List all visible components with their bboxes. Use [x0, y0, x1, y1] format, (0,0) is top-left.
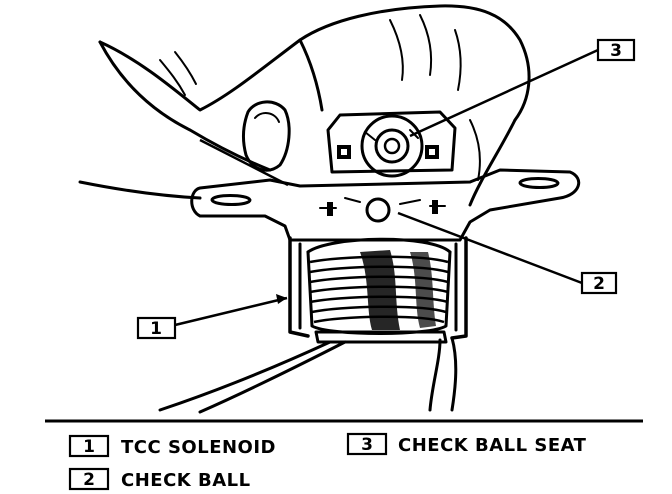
solenoid-body-illustration	[288, 236, 468, 344]
callout-3: 3	[596, 38, 636, 62]
callout-2: 2	[580, 271, 618, 295]
callout-3-number: 3	[610, 41, 622, 61]
legend-item-2: 2 CHECK BALL	[68, 467, 251, 491]
callout-1-number: 1	[150, 319, 162, 339]
callout-1: 1	[136, 316, 177, 340]
legend-item-3-label: CHECK BALL SEAT	[398, 435, 587, 456]
hand-illustration	[78, 4, 531, 207]
legend-item-3-number: 3	[361, 435, 373, 455]
legend-item-1-label: TCC SOLENOID	[121, 437, 276, 458]
legend-item-2-number: 2	[83, 470, 95, 490]
callout-2-number: 2	[593, 274, 605, 294]
mounting-bracket	[190, 110, 581, 242]
leader-lines	[174, 48, 599, 327]
legend-item-2-label: CHECK BALL	[121, 470, 251, 491]
check-ball-seat-illustration	[360, 114, 424, 178]
legend: 1 TCC SOLENOID 2 CHECK BALL 3 CHECK BALL…	[68, 432, 587, 491]
check-ball-illustration	[319, 197, 446, 223]
legend-item-1: 1 TCC SOLENOID	[68, 434, 276, 458]
legend-item-1-number: 1	[83, 437, 95, 457]
wire-leads-illustration	[158, 336, 458, 414]
legend-item-3: 3 CHECK BALL SEAT	[346, 432, 587, 456]
